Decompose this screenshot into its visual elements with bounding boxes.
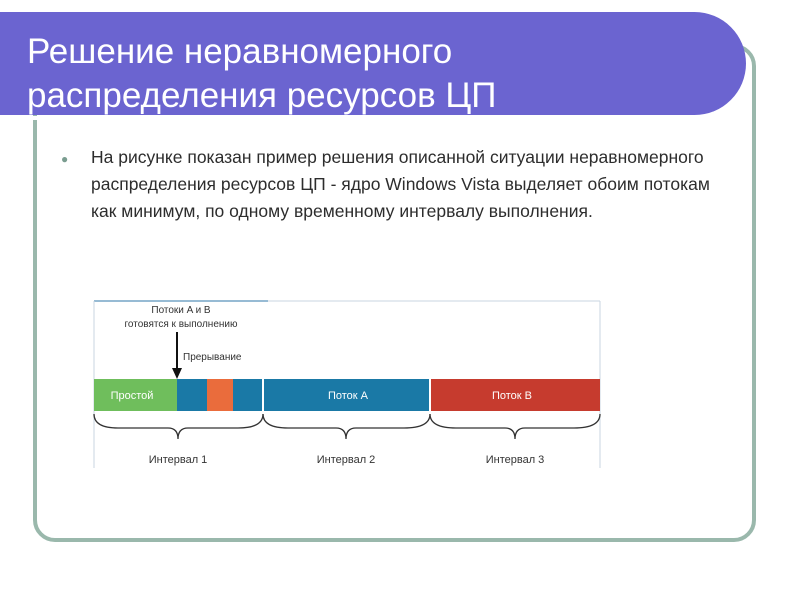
title-underline [0, 116, 704, 120]
interval-3-label: Интервал 3 [486, 454, 545, 466]
cpu-timeline-diagram: Потоки A и B готовятся к выполнению Прер… [88, 296, 608, 481]
interval-3-brace [429, 413, 601, 440]
callout-line-2: готовятся к выполнению [124, 319, 238, 330]
diagram-svg: Потоки A и B готовятся к выполнению Прер… [93, 300, 601, 468]
callout-arrow-icon [172, 368, 182, 379]
interval-1-brace [93, 413, 264, 440]
segment-thread-a [263, 379, 430, 411]
slide-title: Решение неравномерного распределения рес… [27, 30, 496, 118]
title-line-1: Решение неравномерного [27, 32, 453, 71]
segment-thread-b [430, 379, 600, 411]
segment-label-thread-b: Поток B [492, 390, 532, 402]
interval-2-label: Интервал 2 [317, 454, 376, 466]
segment-interrupt [207, 379, 233, 411]
segment-label-idle: Простой [111, 390, 154, 402]
bullet-dot-icon: ● [61, 152, 69, 166]
segment-label-thread-a: Поток A [328, 390, 369, 402]
slide-frame [33, 44, 756, 542]
segment-idle [94, 379, 177, 411]
interrupt-label: Прерывание [183, 352, 242, 363]
segment-thread-a-resume [233, 379, 263, 411]
bullet-text: На рисунке показан пример решения описан… [91, 147, 710, 221]
interval-1-label: Интервал 1 [149, 454, 208, 466]
callout-line-1: Потоки A и B [151, 305, 211, 316]
interval-2-brace [262, 413, 431, 440]
title-line-2: распределения ресурсов ЦП [27, 76, 497, 115]
title-bar: Решение неравномерного распределения рес… [0, 12, 746, 120]
segment-thread-a-short [177, 379, 207, 411]
